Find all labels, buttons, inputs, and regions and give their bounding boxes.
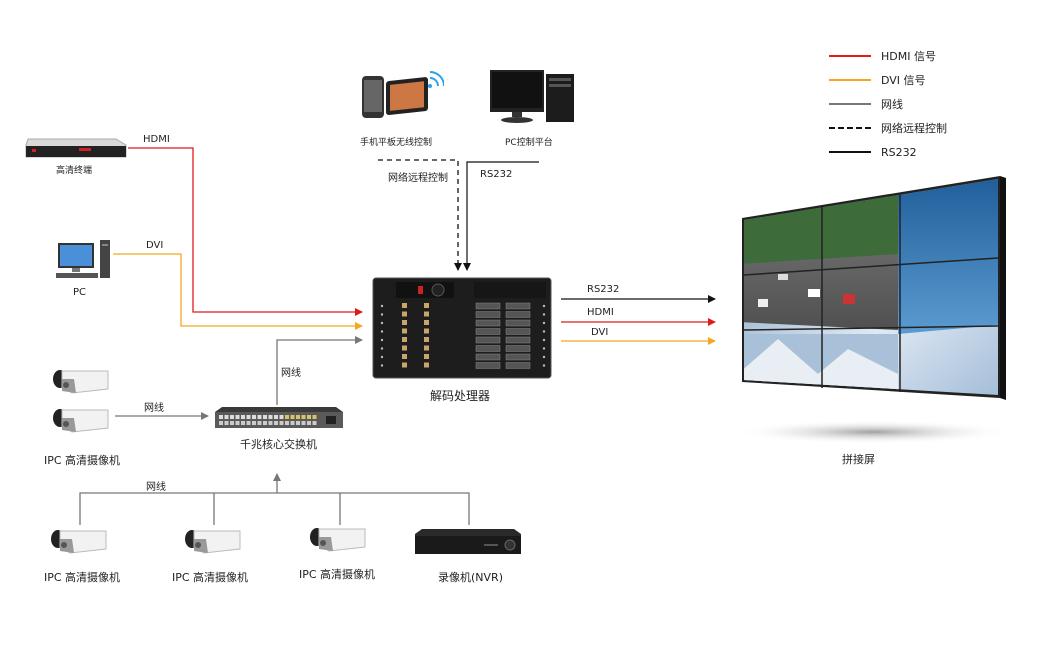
decoder-port-rows	[380, 302, 546, 369]
hd-terminal-icon	[25, 138, 127, 158]
label-ipc-left: IPC 高清摄像机	[44, 454, 121, 467]
remote-control-wire	[378, 159, 462, 271]
legend-item-remote: 网络远程控制	[829, 116, 947, 140]
pc-icon	[56, 240, 110, 278]
label-pc: PC	[73, 287, 87, 298]
legend-label-rs232: RS232	[881, 145, 917, 159]
network-wire-switch-decoder	[276, 336, 363, 405]
legend-swatch-hdmi	[829, 55, 871, 57]
label-ipc-bottom-3: IPC 高清摄像机	[299, 568, 376, 581]
switch-icon[interactable]	[214, 406, 344, 430]
video-wall-icon[interactable]	[738, 174, 1018, 454]
label-dvi-in: DVI	[146, 240, 164, 251]
label-switch: 千兆核心交换机	[240, 438, 317, 451]
rs232-wire-pc-control	[463, 161, 539, 271]
pc-control-icon	[490, 70, 574, 123]
ipc-camera-icon	[53, 370, 109, 394]
label-network-bottom: 网线	[146, 482, 166, 493]
hdmi-wire-terminal	[128, 147, 363, 316]
label-decoder: 解码处理器	[430, 389, 491, 403]
label-network-ipc: 网线	[144, 403, 164, 414]
legend-swatch-network	[829, 103, 871, 105]
legend-item-rs232: RS232	[829, 140, 947, 164]
ipc-camera-icon	[51, 530, 107, 554]
label-network-switch: 网线	[281, 368, 301, 379]
legend-item-network: 网线	[829, 92, 947, 116]
label-hd-terminal: 高清终端	[56, 166, 93, 176]
label-ipc-bottom-2: IPC 高清摄像机	[172, 571, 249, 584]
legend: HDMI 信号 DVI 信号 网线 网络远程控制 RS232	[829, 44, 947, 164]
legend-swatch-remote	[829, 127, 871, 129]
label-rs232-in: RS232	[480, 169, 513, 180]
label-video-wall: 拼接屏	[842, 453, 875, 466]
decoder-icon[interactable]	[372, 277, 552, 379]
label-mobile-control: 手机平板无线控制	[360, 138, 433, 148]
legend-item-dvi: DVI 信号	[829, 68, 947, 92]
ipc-camera-icon	[185, 530, 241, 554]
legend-label-hdmi: HDMI 信号	[881, 50, 936, 63]
legend-swatch-dvi	[829, 79, 871, 81]
legend-item-hdmi: HDMI 信号	[829, 44, 947, 68]
label-rs232-out: RS232	[587, 284, 620, 295]
network-bus-bottom	[79, 492, 470, 525]
label-hdmi-in: HDMI	[143, 134, 170, 145]
mobile-tablet-icon	[362, 71, 444, 118]
legend-label-dvi: DVI 信号	[881, 74, 926, 87]
label-nvr: 录像机(NVR)	[438, 571, 503, 584]
label-dvi-out: DVI	[591, 327, 609, 338]
label-pc-control: PC控制平台	[505, 138, 553, 148]
legend-label-network: 网线	[881, 98, 903, 111]
dvi-wire-pc	[113, 253, 363, 330]
label-ipc-bottom-1: IPC 高清摄像机	[44, 571, 121, 584]
label-hdmi-out: HDMI	[587, 307, 614, 318]
ipc-camera-icon	[53, 409, 109, 433]
legend-swatch-rs232	[829, 151, 871, 153]
nvr-icon	[415, 529, 521, 554]
label-remote-control: 网络远程控制	[388, 173, 448, 184]
ipc-camera-icon	[310, 528, 366, 552]
legend-label-remote: 网络远程控制	[881, 122, 947, 135]
